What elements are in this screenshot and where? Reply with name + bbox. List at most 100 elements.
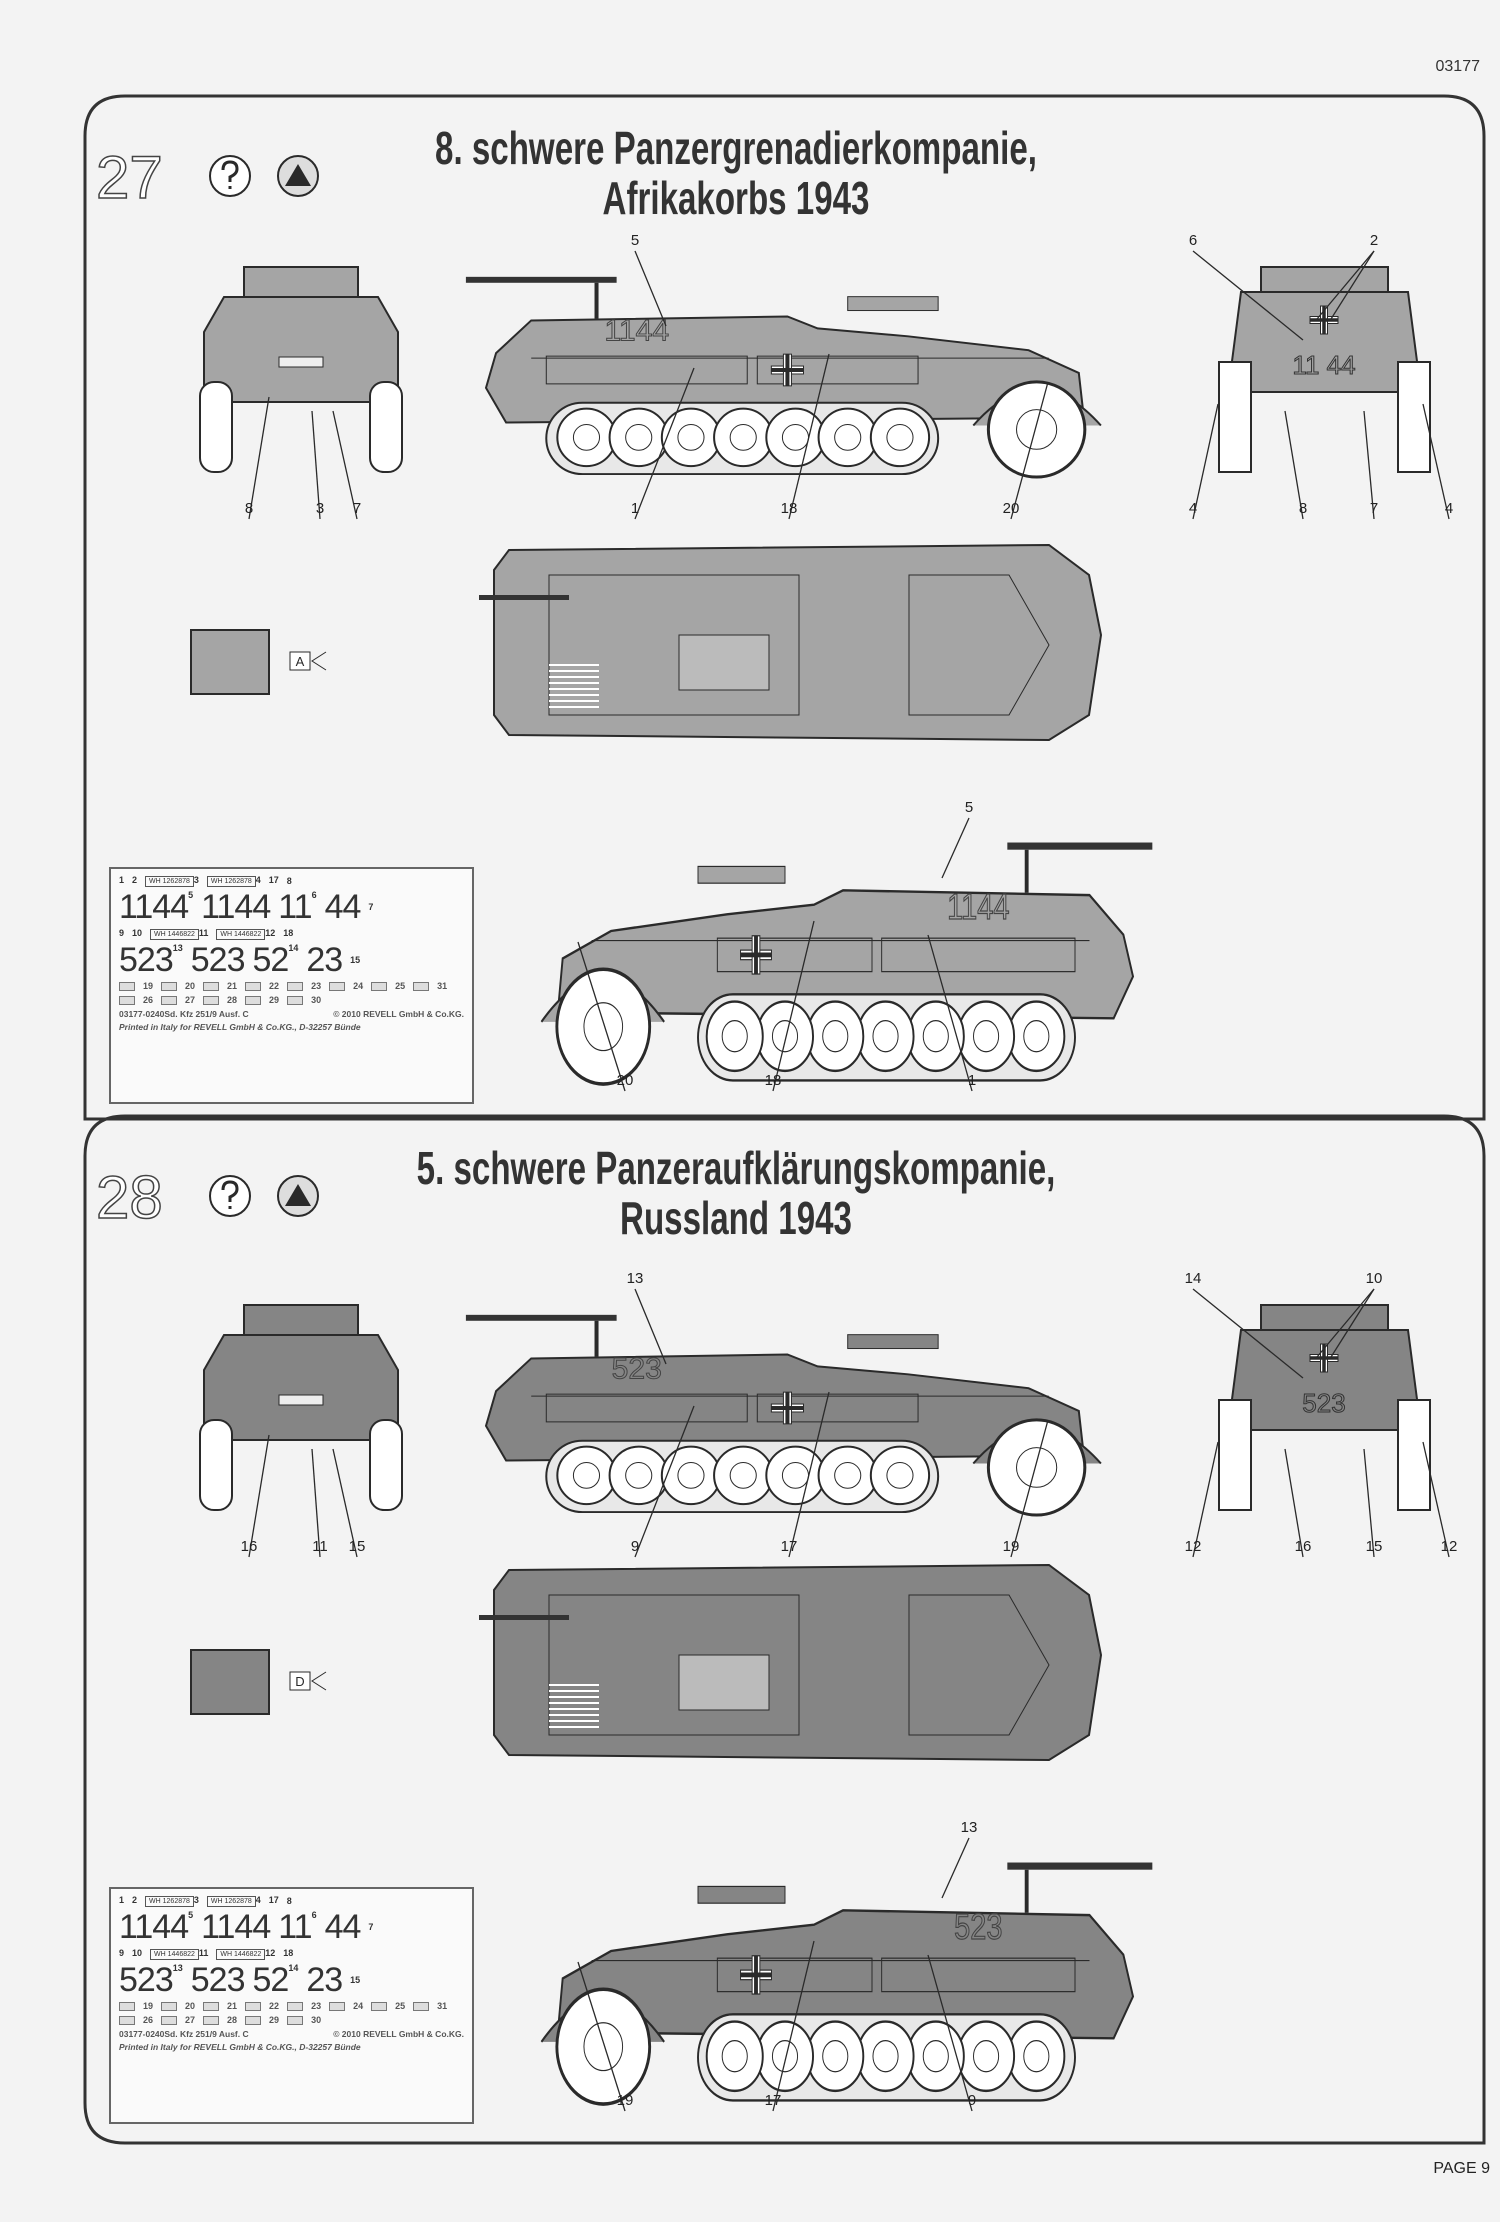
paint-code: A xyxy=(296,654,305,669)
decal-index: 26 xyxy=(143,2015,154,2025)
marking-group: 1144 xyxy=(604,314,670,348)
decal-item: 5214 xyxy=(252,943,298,977)
decal-swatch-icon xyxy=(119,995,135,1005)
decal-item: 18 xyxy=(283,928,293,939)
wheel-hub xyxy=(677,1462,705,1489)
wheel-hub xyxy=(922,2040,949,2073)
callout-number: 7 xyxy=(353,500,361,517)
decal-index: 15 xyxy=(350,1974,361,1985)
decal-item: 1 xyxy=(119,875,124,886)
wheel-hub xyxy=(973,2040,1000,2073)
decal-index: 1 xyxy=(119,875,125,885)
decal-index: 27 xyxy=(185,2015,196,2025)
superstructure xyxy=(1260,266,1389,293)
callout-line xyxy=(1316,1288,1375,1358)
decal-index: 14 xyxy=(288,943,299,953)
cross-bar xyxy=(1322,1344,1326,1372)
decal-sheet-caption: 03177-0240Sd. Kfz 251/9 Ausf. C© 2010 RE… xyxy=(119,2029,464,2040)
decal-index: 20 xyxy=(185,2001,196,2011)
decal-licence-plate: WH 1446822 xyxy=(150,929,199,940)
stowage-panel xyxy=(716,937,873,973)
callout-line xyxy=(332,410,358,520)
decal-index: 4 xyxy=(255,875,261,885)
title-line-2: Afrikakorbs 1943 xyxy=(603,174,870,224)
decal-index: 11 xyxy=(198,928,209,938)
panel-frame xyxy=(83,94,1486,1121)
decal-index: 25 xyxy=(395,2001,406,2011)
wheel-hub xyxy=(771,2040,799,2073)
decal-swatch-icon xyxy=(203,2015,220,2025)
halftrack-top-view xyxy=(479,1563,1103,1762)
title-group: 8. schwere Panzergrenadierkompanie,Afrik… xyxy=(435,124,1037,224)
callout-line xyxy=(248,396,270,520)
decal-item: 2 xyxy=(132,1895,137,1906)
decal-number-text: 52 xyxy=(252,1961,289,1999)
decal-item: 17 xyxy=(269,875,279,886)
wheel-hub xyxy=(822,1020,849,1053)
decal-hand-glyph xyxy=(285,164,311,186)
decal-swatch-icon xyxy=(245,2015,262,2025)
decal-swatch-icon xyxy=(161,2015,178,2025)
front-wheel-hub xyxy=(1016,409,1058,450)
decal-index: 25 xyxy=(395,981,406,991)
kit-number: 03177 xyxy=(1435,58,1481,75)
wheel-hub xyxy=(721,2040,748,2073)
decal-index: 28 xyxy=(227,995,238,1005)
balkenkreuz-marking xyxy=(740,1955,772,1995)
decal-item: 10 xyxy=(132,1948,142,1959)
balkenkreuz-marking xyxy=(1309,1343,1339,1373)
decal-number-text: 523 xyxy=(119,1961,174,1999)
machine-gun xyxy=(1007,842,1153,850)
decal-index: 8 xyxy=(286,875,292,886)
decal-licence-plate: WH 1262878 xyxy=(145,1896,194,1907)
wheel-hub xyxy=(781,1462,810,1489)
decal-sheet-kit-line: 03177-0240Sd. Kfz 251/9 Ausf. C xyxy=(119,2029,249,2039)
gun-barrel xyxy=(697,865,786,884)
decal-index: 24 xyxy=(353,2001,364,2011)
decal-index: 23 xyxy=(311,2001,322,2011)
wheel-hub xyxy=(886,1462,914,1489)
stowage-panel xyxy=(545,355,748,385)
wheel-hub xyxy=(973,1020,1000,1053)
decal-index: 2 xyxy=(132,1895,138,1905)
callout-line xyxy=(634,367,695,520)
wheel-hub xyxy=(572,424,601,451)
decal-item: 15 xyxy=(350,955,360,966)
callout-number: 13 xyxy=(961,1819,978,1836)
callout-line xyxy=(772,920,815,1092)
paint-code-box xyxy=(289,651,311,671)
decal-index: 7 xyxy=(368,901,374,912)
question-mark-icon xyxy=(221,160,239,189)
machine-gun xyxy=(465,1314,617,1321)
decal-item: 523 xyxy=(191,943,246,977)
callout-line xyxy=(1330,250,1375,320)
decal-number-text: 1144 xyxy=(201,1908,271,1946)
decal-index: 22 xyxy=(269,981,280,991)
decal-swatch-icon xyxy=(203,995,220,1005)
callout-number: 18 xyxy=(781,500,798,517)
gun-barrel xyxy=(847,296,939,312)
decal-item: 17 xyxy=(269,1895,279,1906)
wheel xyxy=(369,1419,403,1511)
callout-number: 20 xyxy=(1003,500,1020,517)
crew-compartment xyxy=(548,1594,800,1736)
callout-line xyxy=(1192,1288,1304,1379)
decal-number-text: 523 xyxy=(190,1961,246,1999)
licence-plate xyxy=(278,356,324,368)
decal-item: 15 xyxy=(350,1975,360,1986)
decal-index: 14 xyxy=(288,1963,299,1973)
callout-line xyxy=(577,1961,626,2112)
decal-licence-plate: WH 1446822 xyxy=(216,929,266,940)
decal-index: 2 xyxy=(132,875,138,885)
decal-licence-plate: WH 1446822 xyxy=(216,1949,266,1960)
callout-line xyxy=(1363,1448,1375,1558)
callout-line xyxy=(1192,403,1219,520)
decal-licence-plate: WH 1262878 xyxy=(206,876,256,887)
decal-index: 12 xyxy=(265,928,276,938)
callout-number: 14 xyxy=(1185,1270,1202,1287)
stowage-panel xyxy=(756,355,919,385)
wheel xyxy=(369,381,403,473)
